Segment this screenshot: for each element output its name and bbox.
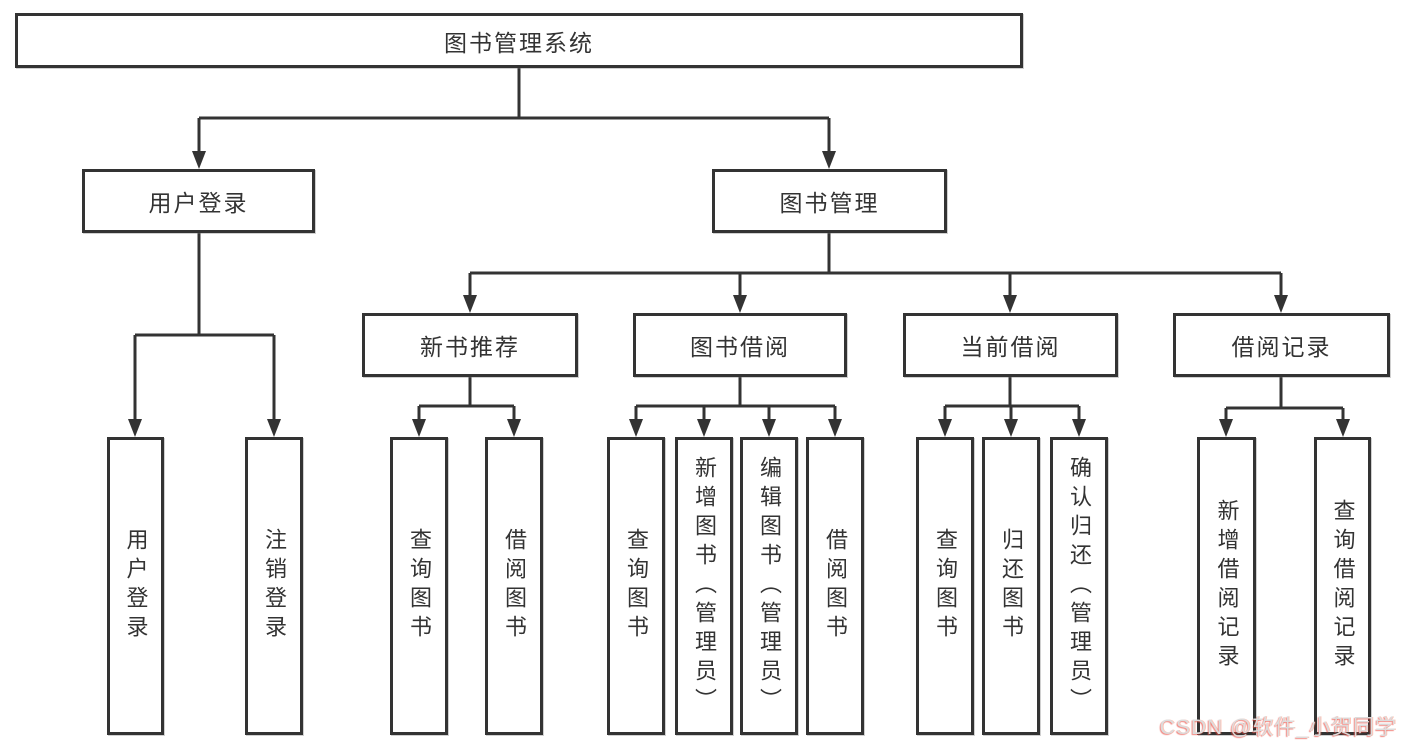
node-user-login: 用户登录 (82, 169, 315, 233)
csdn-watermark: CSDN @软件_小贺同学 (1159, 716, 1397, 739)
node-root: 图书管理系统 (15, 13, 1023, 68)
node-new-book-rec-label: 新书推荐 (420, 334, 520, 360)
node-root-label: 图书管理系统 (444, 29, 594, 56)
node-book-mgmt-label: 图书管理 (779, 190, 880, 216)
node-bb-borrow-books: 借阅图书 (806, 437, 864, 735)
node-bb-edit-books-label: 编辑图书（管理员） (757, 455, 782, 717)
node-br-query-record-label: 查询借阅记录 (1330, 499, 1356, 673)
node-nbr-query-books-label: 查询图书 (407, 528, 432, 644)
node-logout-leaf: 注销登录 (245, 437, 303, 735)
node-user-login-label: 用户登录 (148, 190, 249, 216)
node-cb-confirm-return-label: 确认归还（管理员） (1067, 455, 1092, 717)
node-cb-return-books-label: 归还图书 (999, 528, 1024, 644)
node-br-query-record: 查询借阅记录 (1314, 437, 1371, 735)
node-nbr-query-books: 查询图书 (390, 437, 448, 735)
branch-new-book-rec (412, 377, 521, 437)
node-cb-return-books: 归还图书 (982, 437, 1040, 735)
node-login-leaf: 用户登录 (107, 437, 164, 735)
node-cb-query-books: 查询图书 (916, 437, 974, 735)
node-logout-leaf-label: 注销登录 (262, 528, 287, 644)
node-bb-borrow-books-label: 借阅图书 (823, 528, 848, 644)
node-br-add-record: 新增借阅记录 (1197, 437, 1256, 735)
node-bb-query-books-label: 查询图书 (624, 528, 649, 644)
node-current-borrow-label: 当前借阅 (960, 334, 1061, 360)
branch-book-borrow (629, 377, 842, 437)
node-book-borrow: 图书借阅 (633, 313, 847, 377)
node-cb-query-books-label: 查询图书 (933, 528, 958, 644)
node-login-leaf-label: 用户登录 (123, 528, 149, 644)
node-borrow-record-label: 借阅记录 (1231, 334, 1332, 360)
node-current-borrow: 当前借阅 (903, 313, 1118, 377)
node-nbr-borrow-books: 借阅图书 (485, 437, 543, 735)
node-bb-edit-books: 编辑图书（管理员） (740, 437, 798, 735)
node-book-borrow-label: 图书借阅 (690, 334, 790, 360)
node-bb-query-books: 查询图书 (607, 437, 665, 735)
node-bb-add-books: 新增图书（管理员） (675, 437, 733, 735)
branch-book-mgmt (463, 233, 1288, 313)
node-book-mgmt: 图书管理 (712, 169, 947, 233)
branch-borrow-record (1219, 377, 1350, 437)
node-nbr-borrow-books-label: 借阅图书 (502, 528, 527, 644)
node-bb-add-books-label: 新增图书（管理员） (692, 455, 717, 717)
branch-root (192, 68, 836, 169)
node-br-add-record-label: 新增借阅记录 (1214, 499, 1240, 673)
node-new-book-rec: 新书推荐 (362, 313, 578, 377)
branch-user-login (128, 233, 281, 437)
node-borrow-record: 借阅记录 (1173, 313, 1390, 377)
node-cb-confirm-return: 确认归还（管理员） (1050, 437, 1108, 735)
branch-current-borrow (938, 377, 1086, 437)
